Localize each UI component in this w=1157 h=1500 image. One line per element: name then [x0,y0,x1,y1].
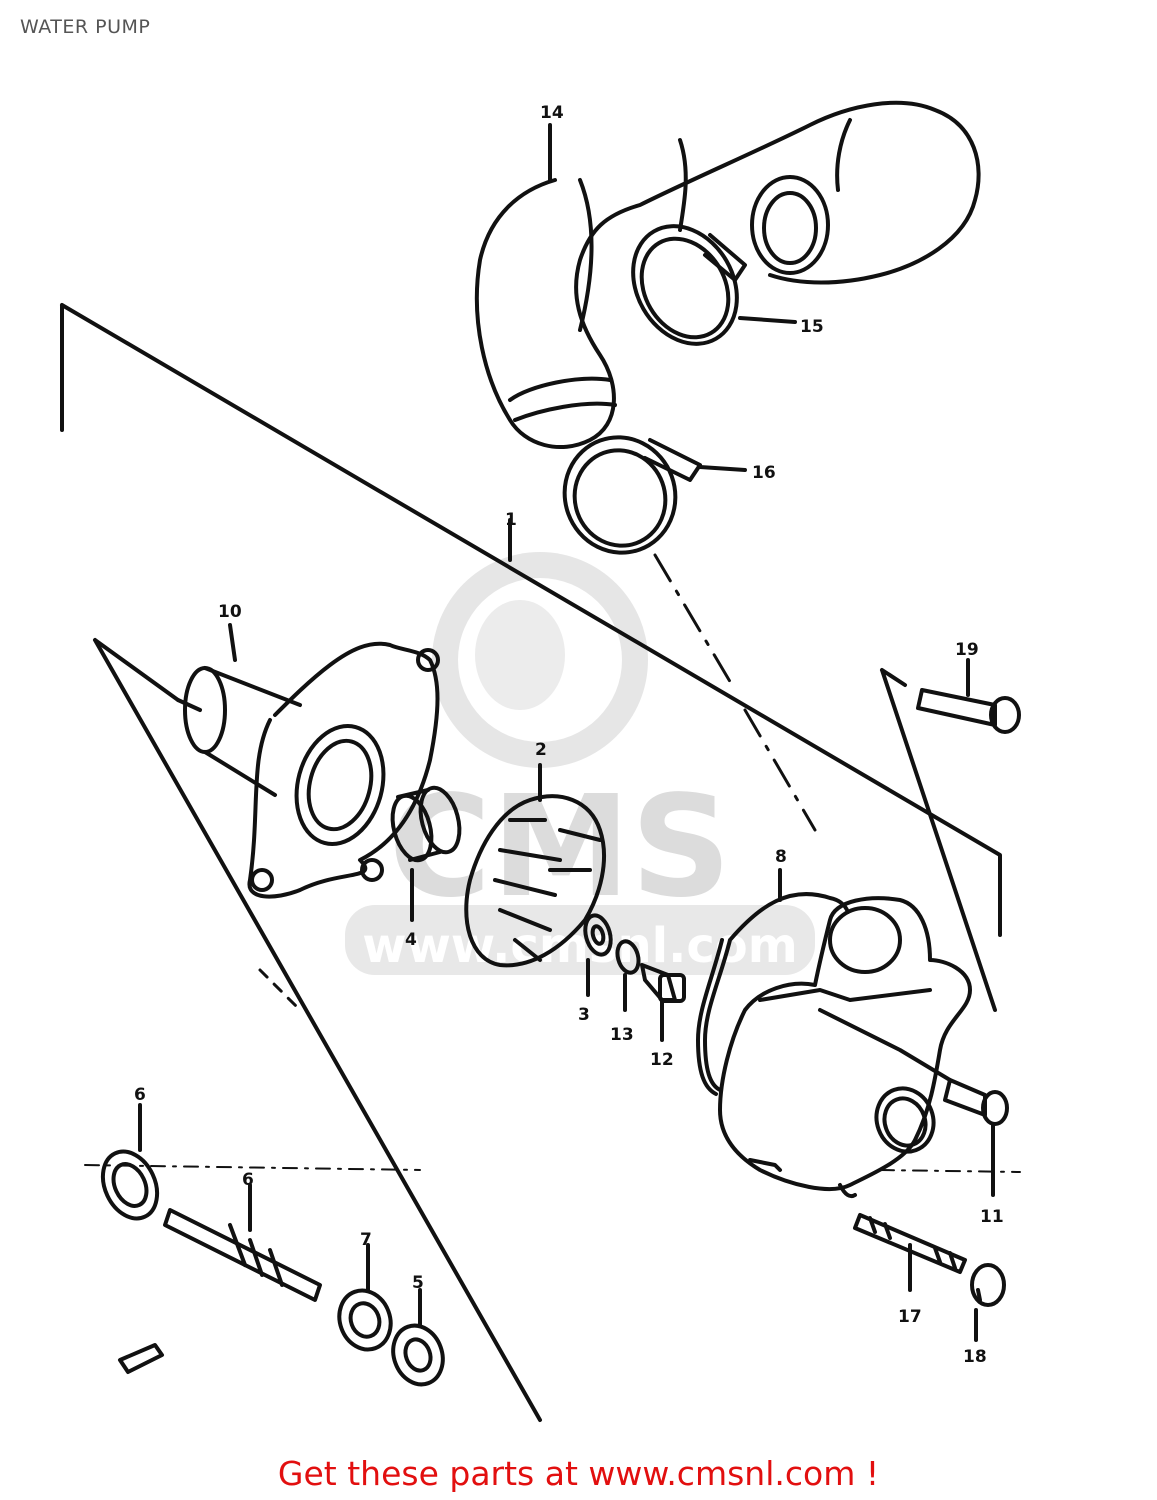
cover-frame [880,668,997,1012]
part-18-nut [970,1263,1006,1342]
part-7-bearing [337,1243,393,1352]
part-10-pump-body [183,623,440,899]
callout-labels: 14 15 16 1 10 19 2 8 4 3 13 12 6 6 11 7 … [134,103,1004,1367]
callout-1: 1 [505,510,517,530]
callout-14: 14 [540,103,564,123]
part-6-bearing [100,1103,160,1221]
page-title: WATER PUMP [20,16,151,38]
watermark: CMS www.cmsnl.com [345,552,815,975]
callout-3: 3 [578,1005,590,1025]
callout-16: 16 [752,463,776,483]
part-17-stud [853,1213,967,1292]
callout-18: 18 [963,1347,987,1367]
part-11-bolt [943,1078,1009,1197]
part-8-pump-cover [718,896,972,1199]
callout-6-shaft: 6 [242,1170,254,1190]
part-15-hose-clamp-upper [631,224,797,346]
callout-13: 13 [610,1025,634,1045]
part-16-hose-clamp-lower [562,435,747,555]
part-14-radiator-hose [474,100,981,450]
assembly-frame-upper [60,303,1002,937]
part-3-washer [583,913,613,997]
callout-11: 11 [980,1207,1004,1227]
linework [60,100,1021,1422]
callout-2: 2 [535,740,547,760]
axis-line-lower [84,1164,1021,1173]
callout-19: 19 [955,640,979,660]
callout-8: 8 [775,847,787,867]
part-6-shaft [163,1183,322,1302]
part-2-impeller [464,763,607,968]
part-4-mechanical-seal [390,785,462,922]
callout-4: 4 [405,930,417,950]
part-5-oil-seal [391,1288,445,1387]
callout-15: 15 [800,317,824,337]
axis-line-upper [653,553,817,832]
footer-banner[interactable]: Get these parts at www.cmsnl.com ! [277,1454,880,1493]
callout-17: 17 [898,1307,922,1327]
callout-12: 12 [650,1050,674,1070]
assembly-frame-lower [93,638,542,1422]
callout-6-bearing: 6 [134,1085,146,1105]
part-19-bolt [916,658,1021,734]
callout-7: 7 [360,1230,372,1250]
part-13-washer [615,939,641,1012]
callout-5: 5 [412,1273,424,1293]
small-fitting-part [118,1343,164,1374]
part-12-bolt [640,963,686,1042]
callout-10: 10 [218,602,242,622]
